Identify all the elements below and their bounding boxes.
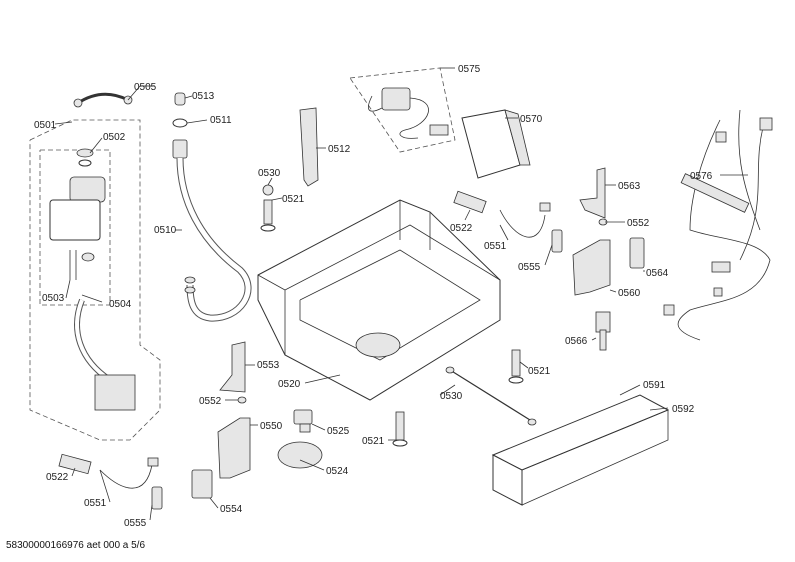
label-0511: 0511 [210,115,232,126]
connector-0525 [293,409,313,433]
label-0521-top: 0521 [282,194,305,205]
label-0512: 0512 [328,144,351,155]
wiring-harness-0576 [663,109,773,341]
label-0550: 0550 [260,421,283,432]
label-0510: 0510 [154,225,177,236]
clip-0512 [299,107,319,187]
clip-0555-lower [151,486,163,510]
label-0504: 0504 [109,299,132,310]
label-0566: 0566 [565,336,588,347]
label-0564: 0564 [646,268,669,279]
clip-0555-top [551,229,563,253]
label-0552-lower: 0552 [199,396,222,407]
label-0501: 0501 [34,120,57,131]
label-0551-top: 0551 [484,241,507,252]
document-footer: 58300000166976 aet 000 a 5/6 [6,540,146,551]
connector-0564 [629,237,645,269]
label-0521-right: 0521 [528,366,551,377]
valve-assembly-group [29,119,161,441]
bracket-0560 [572,239,611,296]
label-0591: 0591 [643,380,666,391]
label-0575: 0575 [458,64,481,75]
sensor-0566 [595,311,611,351]
screw-0521-right [508,349,524,384]
label-0521-lower: 0521 [362,436,385,447]
label-0520: 0520 [278,379,301,390]
disc-0524 [277,441,323,469]
toe-kick-0591-0592 [491,394,670,506]
cable-0551-lower [99,457,159,489]
hose-0504 [74,298,136,411]
drain-hose-0510 [172,92,252,322]
bracket-0550 [217,417,251,479]
label-0570: 0570 [520,114,543,125]
label-0530-top: 0530 [258,168,281,179]
screw-0521-lower [392,411,408,447]
label-0552-top: 0552 [627,218,650,229]
label-0592: 0592 [672,404,695,415]
label-0551-lower: 0551 [84,498,107,509]
pressure-sensor-0575 [349,67,456,153]
cable-0551-top [499,202,551,238]
valve-body-0502 [49,148,106,280]
label-0522-lower: 0522 [46,472,69,483]
label-0525: 0525 [327,426,350,437]
bracket-0553 [219,341,246,393]
label-0576: 0576 [690,171,713,182]
screw-0521-top [260,184,276,232]
leader-lines [54,67,748,521]
cable-0530-lower [445,366,537,426]
bracket-0563 [579,167,606,219]
label-0560: 0560 [618,288,641,299]
label-0505: 0505 [134,82,157,93]
label-0513: 0513 [192,91,215,102]
label-0555-lower: 0555 [124,518,147,529]
base-tub-0520 [257,199,501,401]
callout-labels: 0505 0501 0502 0503 0504 0513 0511 0510 … [34,64,713,529]
sensor-0522-lower [58,453,92,475]
control-module-0570 [461,109,531,179]
label-0503: 0503 [42,293,65,304]
label-0502: 0502 [103,132,126,143]
label-0563: 0563 [618,181,641,192]
label-0530-lower: 0530 [440,391,463,402]
label-0555-top: 0555 [518,262,541,273]
inlet-hose-0505 [73,92,133,108]
label-0524: 0524 [326,466,349,477]
float-switch-0552-lower [237,396,247,404]
clip-0554 [191,469,213,499]
label-0522-top: 0522 [450,223,473,234]
label-0553: 0553 [257,360,280,371]
sensor-0522-top [453,190,487,214]
label-0554: 0554 [220,504,243,515]
